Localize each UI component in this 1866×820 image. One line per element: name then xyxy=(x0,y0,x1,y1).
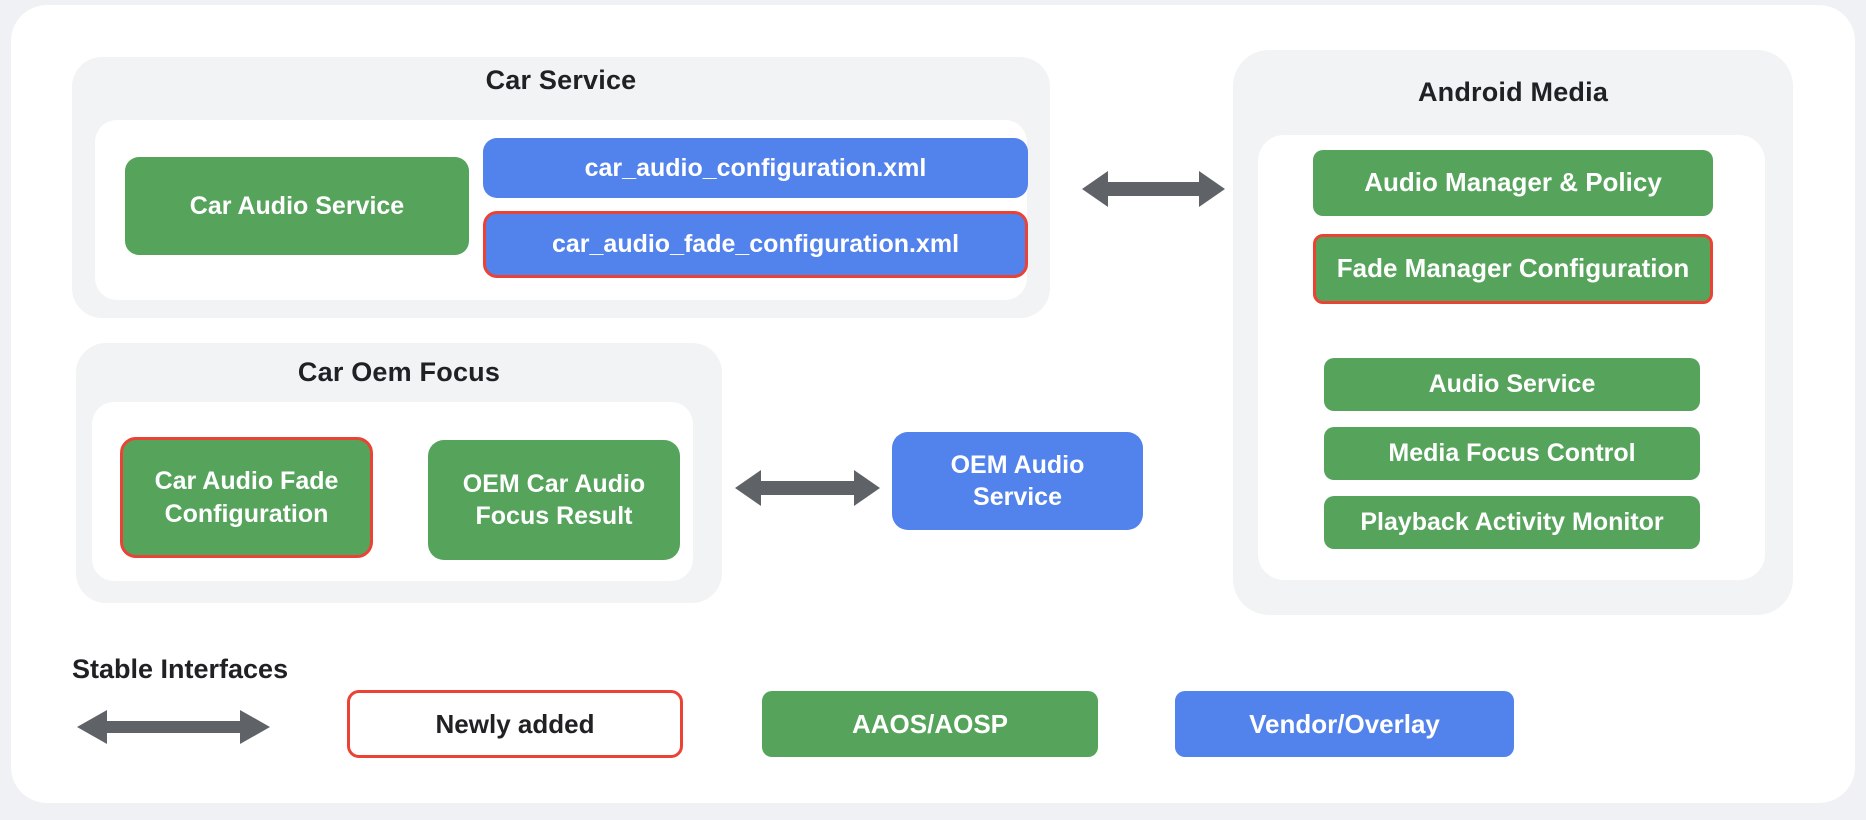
stable-interfaces-label: Stable Interfaces xyxy=(72,653,289,684)
car-oem-focus-title: Car Oem Focus xyxy=(297,356,501,387)
car-audio-fade-configuration-box: Car Audio Fade Configuration xyxy=(120,437,373,558)
stable-interface-arrow-oem-focus-oem-audio-service xyxy=(735,470,880,506)
oem-car-audio-focus-result-box: OEM Car Audio Focus Result xyxy=(428,440,680,560)
playback-activity-monitor-box: Playback Activity Monitor xyxy=(1324,496,1700,549)
android-media-title: Android Media xyxy=(1417,76,1609,107)
media-focus-control-box: Media Focus Control xyxy=(1324,427,1700,480)
legend-aaos-aosp-box: AAOS/AOSP xyxy=(762,691,1098,757)
fade-manager-configuration-box: Fade Manager Configuration xyxy=(1313,234,1713,304)
audio-manager-policy-box: Audio Manager & Policy xyxy=(1313,150,1713,216)
car-audio-configuration-xml-box: car_audio_configuration.xml xyxy=(483,138,1028,198)
stable-interface-arrow-car-service-android-media xyxy=(1082,171,1225,207)
car-audio-fade-configuration-xml-box: car_audio_fade_configuration.xml xyxy=(483,211,1028,278)
legend-newly-added-box: Newly added xyxy=(347,690,683,758)
car-audio-service-box: Car Audio Service xyxy=(125,157,469,255)
car-service-title: Car Service xyxy=(485,64,637,95)
oem-audio-service-box: OEM Audio Service xyxy=(892,432,1143,530)
legend-vendor-overlay-box: Vendor/Overlay xyxy=(1175,691,1514,757)
audio-service-box: Audio Service xyxy=(1324,358,1700,411)
stable-interfaces-legend-arrow xyxy=(77,710,270,744)
